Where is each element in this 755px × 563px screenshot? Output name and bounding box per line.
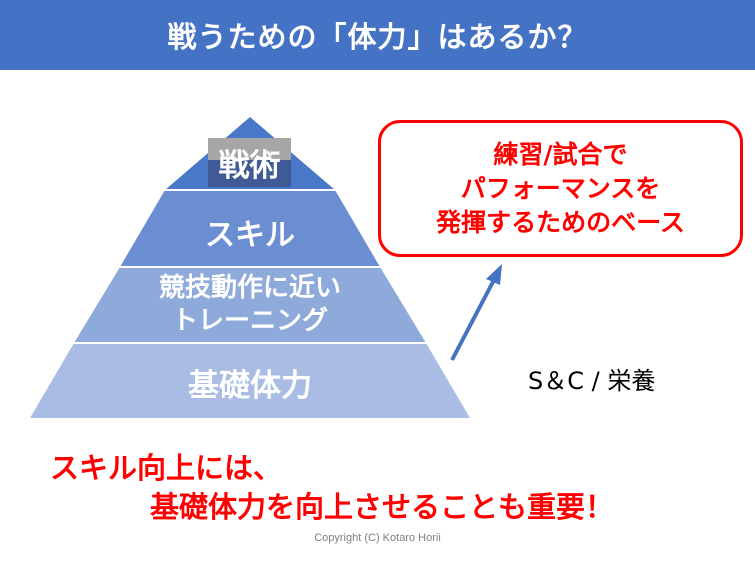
pyramid-label-tactics: 戦術 <box>218 148 281 184</box>
pyramid-level-training <box>74 267 426 343</box>
message-line1: スキル向上には、 <box>50 451 283 485</box>
callout-box: 練習/試合で パフォーマンスを 発揮するためのベース <box>378 120 743 257</box>
pyramid-level-base <box>30 343 470 418</box>
message-line2: 基礎体力を向上させることも重要！ <box>150 490 615 524</box>
callout-line1: 練習/試合で <box>493 139 628 169</box>
pyramid-label-base: 基礎体力 <box>188 368 312 404</box>
tactics-label-box-lower <box>208 160 291 187</box>
pyramid-label-training: 競技動作に近い トレーニング <box>100 272 400 338</box>
callout-line3: 発揮するためのベース <box>436 207 685 237</box>
pyramid-label-skill: スキル <box>205 218 295 253</box>
arrow-icon <box>450 277 497 361</box>
training-line1: 競技動作に近い <box>158 273 341 303</box>
side-label: S＆C / 栄養 <box>528 367 656 395</box>
callout-line2: パフォーマンスを <box>460 173 661 203</box>
pyramid-level-skill <box>120 190 380 267</box>
slide-title: 戦うための「体力」はあるか？ <box>0 0 755 70</box>
copyright: Copyright (C) Kotaro Horii <box>314 532 441 544</box>
training-line2: トレーニング <box>171 306 328 336</box>
arrow-head-icon <box>486 264 502 285</box>
